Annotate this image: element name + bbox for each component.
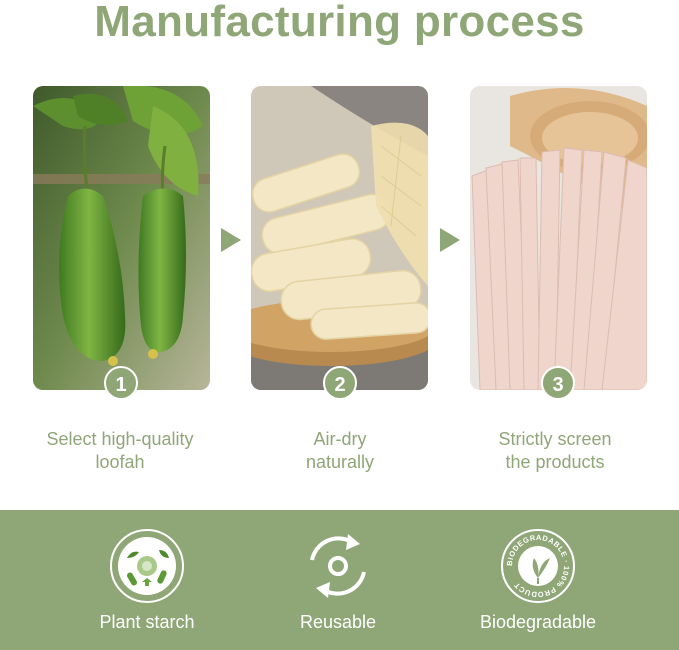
step-3-photo [470, 86, 647, 390]
step-1-caption-line2: loofah [95, 452, 145, 472]
biodegradable-seal-icon: BIODEGRADABLE · 100% PRODUCT [501, 529, 575, 603]
step-2-caption-line2: naturally [305, 452, 375, 472]
loofah-gourds-image [33, 86, 210, 390]
step-2-photo [251, 86, 428, 390]
step-1-caption-line1: Select high-quality [46, 429, 194, 449]
feature-label-reusable: Reusable [299, 612, 377, 632]
feature-biodegradable: BIODEGRADABLE · 100% PRODUCT Biodegradab… [438, 510, 638, 650]
step-3-caption-line2: the products [505, 452, 605, 472]
step-2-caption: Air-dry naturally [235, 428, 445, 474]
step-1-number: 1 [104, 366, 138, 400]
step-3-number: 3 [541, 366, 575, 400]
dried-loofah-image [251, 86, 428, 390]
step-2-caption-line1: Air-dry [313, 429, 367, 449]
feature-label-plant-starch: Plant starch [99, 612, 195, 632]
recycle-arrows-icon [306, 534, 366, 598]
feature-plant-starch: Plant starch [47, 510, 247, 650]
features-band: Plant starch Reusable BIODEGRADABLE · 10… [0, 510, 679, 650]
loofah-strips-image [470, 86, 647, 390]
arrow-right-icon [221, 228, 241, 252]
plant-starch-icon [110, 529, 184, 603]
step-3-caption: Strictly screen the products [450, 428, 660, 474]
step-3-caption-line1: Strictly screen [498, 429, 612, 449]
step-1-photo [33, 86, 210, 390]
feature-label-biodegradable: Biodegradable [479, 612, 597, 632]
feature-reusable: Reusable [238, 510, 438, 650]
step-1-caption: Select high-quality loofah [15, 428, 225, 474]
arrow-right-icon [440, 228, 460, 252]
step-2-number: 2 [323, 366, 357, 400]
page-title: Manufacturing process [94, 0, 585, 46]
